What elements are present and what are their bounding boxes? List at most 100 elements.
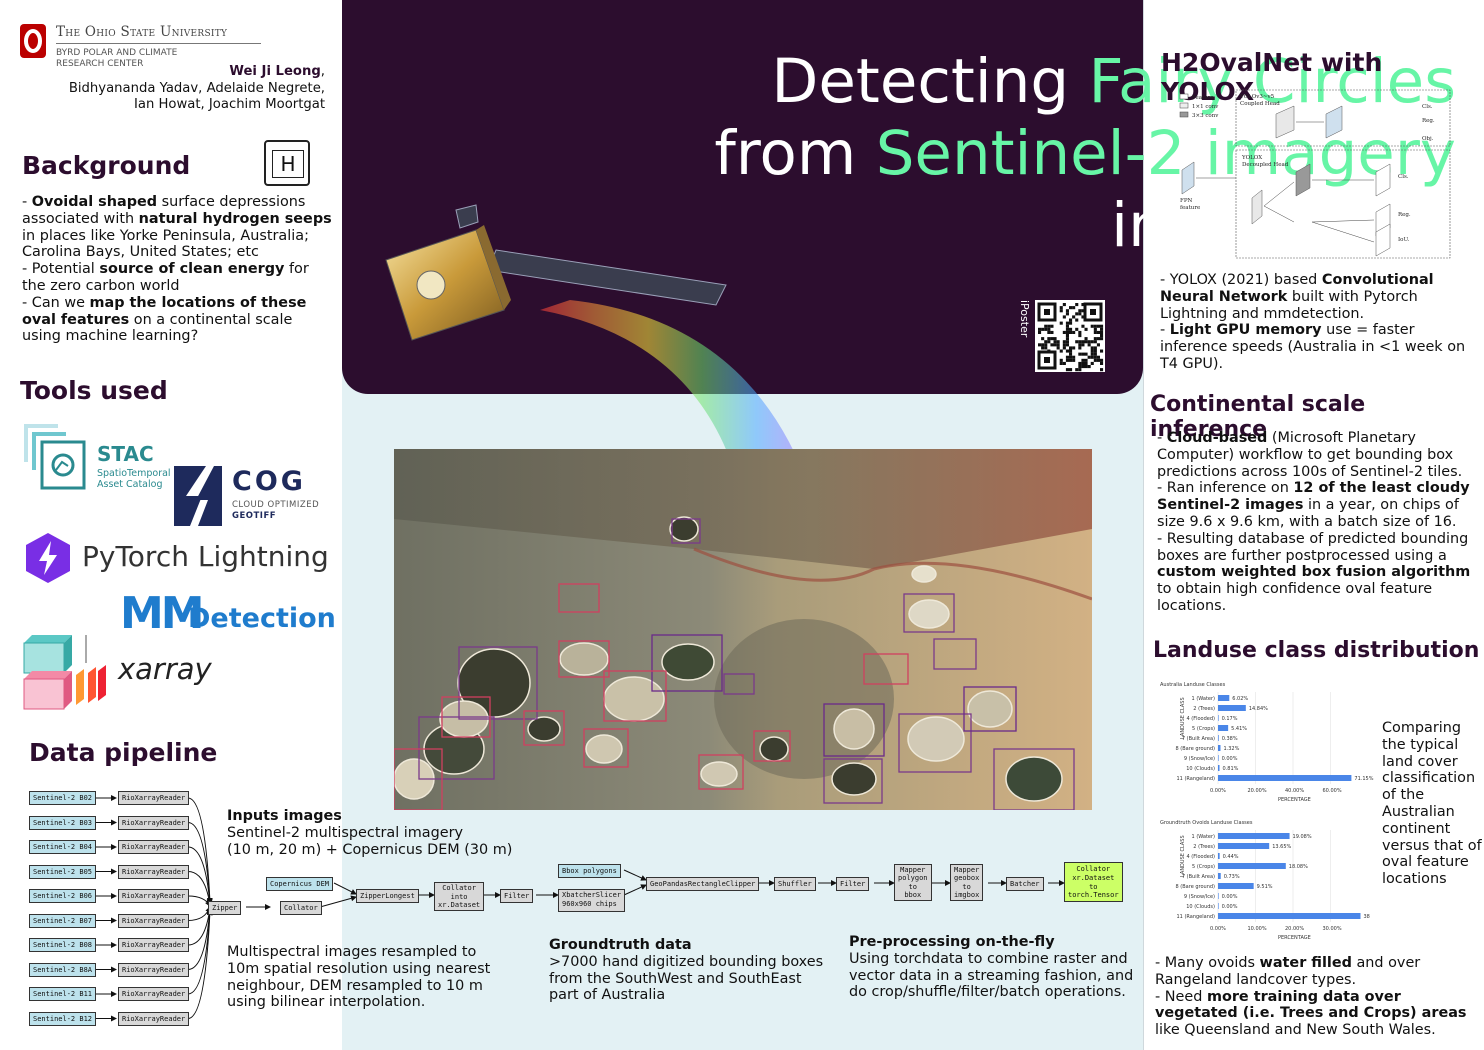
- chart-bar: [1218, 755, 1219, 761]
- svg-text:Cls.: Cls.: [1422, 104, 1433, 110]
- iposter-label: iPoster: [1018, 300, 1031, 338]
- chart-value-label: 38: [1364, 914, 1370, 920]
- stac-label: STAC: [97, 442, 154, 466]
- svg-text:Reg.: Reg.: [1398, 212, 1411, 218]
- chart-title: Groundtruth Ovoids Landuse Classes: [1160, 820, 1253, 826]
- pipeline-band-5: Sentinel-2 B06: [29, 889, 97, 903]
- landuse-text: - Many ovoids water filled and over Rang…: [1155, 955, 1467, 1039]
- pond-19: [700, 761, 738, 787]
- svg-text:YOLOX: YOLOX: [1241, 155, 1262, 161]
- background-heading: Background: [22, 151, 191, 180]
- chart-bar: [1218, 775, 1352, 781]
- bounding-box-12: [963, 686, 1017, 732]
- bounding-box-5: [418, 716, 495, 780]
- pipeline-arrows: [96, 795, 1065, 1022]
- chart-value-label: 0.44%: [1223, 854, 1239, 860]
- pipeline-batcher: Batcher: [1006, 877, 1044, 891]
- bounding-box-9: [898, 713, 972, 773]
- pond-4: [603, 676, 665, 722]
- satellite-icon: [385, 204, 727, 341]
- bounding-box-20: [933, 638, 977, 670]
- bounding-box-13: [523, 710, 565, 746]
- chart-category-label: 11 (Rangeland): [1177, 776, 1216, 782]
- chart-category-label: 8 (Bare ground): [1176, 746, 1216, 752]
- bounding-box-16: [823, 758, 883, 804]
- pond-13: [527, 716, 561, 742]
- pipeline-filter-2: Filter: [836, 877, 870, 891]
- chart-bar: [1218, 745, 1221, 751]
- bounding-box-10: [823, 703, 885, 757]
- authors-line2: Bidhyananda Yadav, Adelaide Negrete,: [68, 80, 325, 96]
- pond-14: [585, 734, 623, 764]
- pipeline-dem: Copernicus DEM: [266, 877, 334, 891]
- osu-logo-icon: [20, 24, 46, 58]
- chart-xtick: 40.00%: [1285, 788, 1304, 794]
- chart-category-label: 2 (Trees): [1193, 844, 1215, 850]
- pipeline-band-7: Sentinel-2 B08: [29, 938, 97, 952]
- chart-category-label: 4 (Flooded): [1187, 854, 1216, 860]
- hydrogen-element-icon: H: [264, 140, 310, 186]
- pond-9: [907, 716, 965, 762]
- pond-18: [911, 565, 937, 583]
- pipeline-geopandas-clipper: GeoPandasRectangleClipper: [646, 877, 760, 891]
- chart-value-label: 71.15%: [1354, 776, 1373, 782]
- chart-category-label: 7 (Built Area): [1182, 736, 1215, 742]
- chart-value-label: 0.00%: [1222, 904, 1238, 910]
- chart-category-label: 11 (Rangeland): [1177, 914, 1216, 920]
- chart-value-label: 0.73%: [1224, 874, 1240, 880]
- chart-bar: [1218, 843, 1270, 849]
- bounding-box-1: [651, 634, 723, 692]
- university-name: The Ohio State University: [56, 24, 228, 40]
- preprocessing-description: Pre-processing on-the-fly Using torchdat…: [849, 934, 1134, 1001]
- xarray-logo-icon: [22, 633, 106, 711]
- lead-author: Wei Ji Leong: [229, 64, 321, 79]
- pipeline-band-9: Sentinel-2 B11: [29, 987, 97, 1001]
- chart-category-label: 10 (Clouds): [1186, 766, 1215, 772]
- pond-12: [967, 690, 1013, 728]
- xarray-label: xarray: [118, 652, 212, 686]
- svg-text:3×3 conv: 3×3 conv: [1192, 113, 1219, 119]
- chart-xtick: 0.00%: [1210, 788, 1226, 794]
- pipeline-filter-1: Filter: [500, 889, 534, 903]
- chart-bar: [1218, 863, 1286, 869]
- tools-heading: Tools used: [20, 376, 168, 405]
- chart-xtick: 20.00%: [1285, 926, 1304, 932]
- pond-16: [831, 762, 877, 796]
- chart-bar: [1218, 913, 1361, 919]
- chart-value-label: 0.00%: [1222, 756, 1238, 762]
- pipeline-zipper-longest: ZipperLongest: [356, 889, 419, 903]
- mm-logo-text: MM: [120, 588, 205, 639]
- chart-category-label: 9 (Snow/Ice): [1184, 894, 1215, 900]
- chart-value-label: 0.81%: [1223, 766, 1239, 772]
- research-center-line1: BYRD POLAR AND CLIMATE: [56, 48, 178, 58]
- chart-xlabel: PERCENTAGE: [1278, 935, 1311, 941]
- chart-bar: [1218, 893, 1219, 899]
- pipeline-reader-4: RioXarrayReader: [118, 864, 190, 879]
- inputs-description: Inputs images Sentinel-2 multispectral i…: [227, 808, 527, 858]
- chart-category-label: 1 (Water): [1192, 696, 1216, 702]
- qr-code-icon[interactable]: [1035, 300, 1105, 372]
- rainbow-beam: [540, 300, 810, 490]
- chart-value-label: 1.32%: [1223, 746, 1239, 752]
- chart-bar: [1218, 705, 1246, 711]
- chart-xtick: 30.00%: [1323, 926, 1342, 932]
- chart-xlabel: PERCENTAGE: [1278, 797, 1311, 803]
- poster-title: Detecting Fairy Circles from Sentinel-2 …: [714, 46, 1456, 261]
- bounding-box-6: [394, 748, 443, 810]
- background-text: - Ovoidal shaped surface depressions ass…: [22, 194, 332, 345]
- stac-logo-icon: [22, 422, 92, 492]
- chart-category-label: 7 (Built Area): [1182, 874, 1215, 880]
- pipeline-band-4: Sentinel-2 B05: [29, 864, 97, 879]
- chart-category-label: 10 (Clouds): [1186, 904, 1215, 910]
- chart-value-label: 9.51%: [1257, 884, 1273, 890]
- research-center-line2: RESEARCH CENTER: [56, 59, 144, 69]
- chart-category-label: 5 (Crops): [1192, 864, 1215, 870]
- pipeline-band-2: Sentinel-2 B03: [29, 815, 97, 830]
- chart-ylabel: LANDUSE CLASS: [1180, 835, 1186, 877]
- chart-value-label: 0.38%: [1222, 736, 1238, 742]
- svg-text:feature: feature: [1180, 205, 1200, 211]
